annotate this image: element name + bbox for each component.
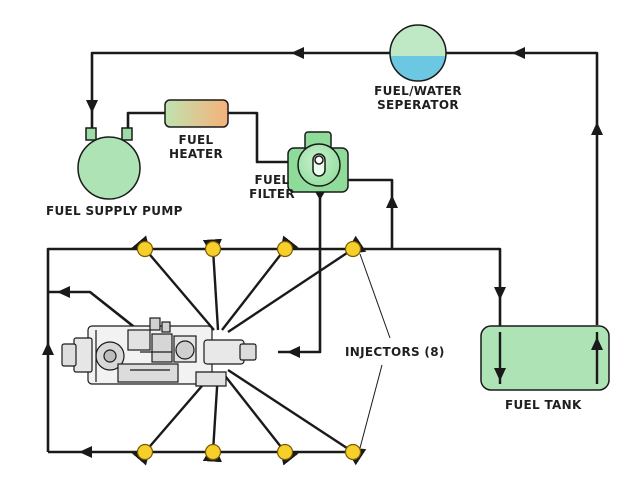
- separator-to-pump-line: [90, 51, 390, 128]
- injector-5: [136, 443, 154, 461]
- injector-7: [276, 443, 294, 461]
- separator-label-line1: FUEL/WATER: [374, 84, 462, 98]
- injector-8: [344, 443, 362, 461]
- flow-arrows: [42, 47, 603, 458]
- fuel-lines: [46, 51, 599, 454]
- filter-label-line1: FUEL: [254, 173, 290, 187]
- fuel-filter: [287, 131, 349, 193]
- filter-return-line: [346, 178, 394, 249]
- heater-label-line1: FUEL: [178, 133, 214, 147]
- separator-label-line2: SEPERATOR: [377, 98, 459, 112]
- injector-3: [276, 240, 294, 258]
- injector-1: [136, 240, 154, 258]
- separator-label: FUEL/WATER SEPERATOR: [360, 84, 476, 112]
- filter-label-line2: FILTER: [249, 187, 295, 201]
- injectors-label: INJECTORS (8): [345, 345, 445, 359]
- injector-2: [204, 240, 222, 258]
- injector-6: [204, 443, 222, 461]
- filter-label: FUEL FILTER: [244, 173, 300, 201]
- fuel-tank: [480, 325, 610, 391]
- injectors: [136, 240, 362, 461]
- pump-to-heater-line: [126, 111, 165, 128]
- tank-to-separator-line: [446, 51, 599, 325]
- fuel-water-separator: [389, 24, 447, 82]
- supply-pump-label: FUEL SUPPLY PUMP: [46, 204, 183, 218]
- injection-pump-illustration: [61, 317, 257, 387]
- fuel-supply-pump: [77, 127, 141, 200]
- heater-to-filter-line: [228, 111, 290, 164]
- tank-label: FUEL TANK: [505, 398, 582, 412]
- fuel-heater: [164, 99, 229, 128]
- left-return-line: [48, 290, 139, 332]
- injector-4: [344, 240, 362, 258]
- heater-label-line2: HEATER: [168, 147, 224, 161]
- heater-label: FUEL HEATER: [160, 133, 232, 161]
- injector-leader-lines: [359, 253, 391, 449]
